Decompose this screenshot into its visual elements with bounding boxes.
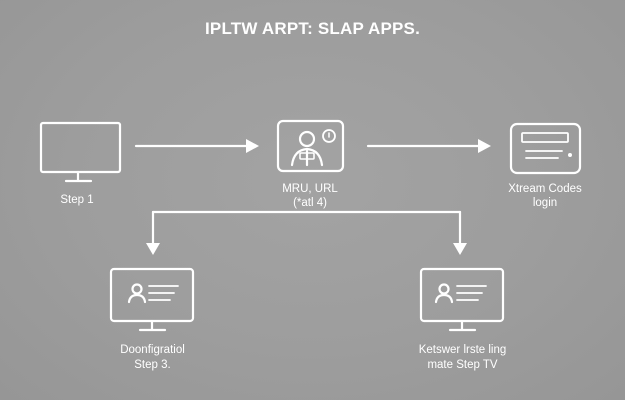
xtream-label-line1: Xtream Codes xyxy=(508,183,582,195)
ketswer-label-line2: mate Step TV xyxy=(427,359,498,371)
arrow-center-to-xtream xyxy=(366,139,491,153)
step1-label: Step 1 xyxy=(60,194,94,206)
center-label-line2: (*atl 4) xyxy=(293,197,327,209)
config-label-line2: Step 3. xyxy=(134,359,171,371)
tv-profile-icon xyxy=(109,267,195,332)
tv-profile-icon xyxy=(419,267,505,332)
diagram-title: IPLTW ARPT: SLAP APPS. xyxy=(204,19,421,38)
center-label-line1: MRU, URL xyxy=(282,183,338,195)
arrow-step1-to-center xyxy=(134,139,259,153)
connector-bus xyxy=(146,210,467,255)
xtream-label-line2: login xyxy=(532,197,558,209)
monitor-icon xyxy=(39,121,122,183)
config-label-line1: Doonfigratiol xyxy=(120,344,185,356)
router-icon xyxy=(509,122,582,175)
ketswer-label-line1: Ketswer lrste ling xyxy=(418,344,507,356)
user-settings-icon xyxy=(276,119,345,173)
